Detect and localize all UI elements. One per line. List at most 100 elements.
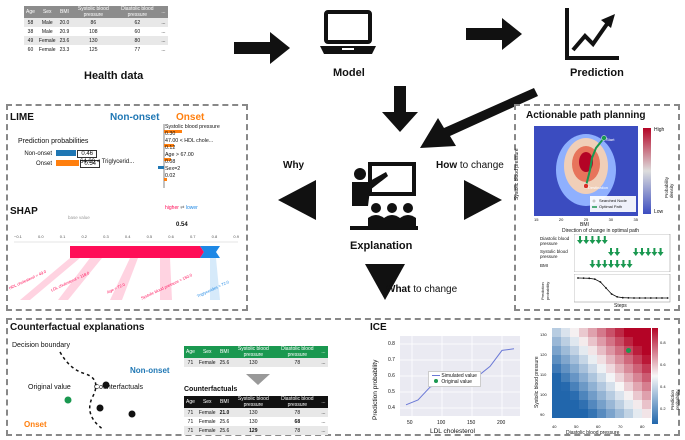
table-cell: ... — [321, 409, 326, 416]
heatmap-cell — [597, 355, 606, 364]
heatmap-cell — [642, 346, 651, 355]
table-cell: Female — [198, 427, 216, 434]
table-header-cell: Sex — [202, 349, 212, 355]
lime-shap-panel — [6, 104, 248, 311]
prob-point — [655, 297, 658, 299]
prob-point — [649, 297, 652, 299]
path-steps-label: Steps — [614, 303, 627, 309]
heatmap-cell — [642, 337, 651, 346]
table-cell: 20.0 — [59, 19, 70, 26]
arrow-down-icon — [608, 248, 614, 256]
shap-tick-label: 0.0 — [38, 234, 44, 239]
table-cell: 130 — [89, 37, 98, 44]
table-cell: 21.0 — [219, 409, 230, 416]
table-header-cell: Diastolic blood pressure — [121, 6, 154, 18]
heat-xtick-label: 50 — [574, 424, 579, 429]
heatmap-cell — [642, 355, 651, 364]
heatmap-cell — [579, 391, 588, 400]
direction-arrows — [574, 234, 671, 272]
arrow-down-icon — [626, 260, 633, 268]
arrow-down-icon — [645, 248, 652, 256]
table-header-cell: BMI — [60, 9, 69, 15]
arrow-right-icon — [234, 32, 290, 64]
heatmap-cell — [561, 391, 570, 400]
heatmap-cell — [561, 382, 570, 391]
prob-point — [621, 296, 624, 299]
ice-ytick-label: 0.4 — [388, 405, 395, 411]
heatmap-cell — [561, 400, 570, 409]
table-header-cell: Diastolic blood pressure — [281, 346, 314, 358]
shap-tick-label: 0.7 — [189, 234, 196, 239]
heatmap-cell — [552, 382, 561, 391]
heatmap-cell — [606, 409, 615, 418]
heatmap-cell — [606, 355, 615, 364]
model-label: Model — [333, 67, 365, 79]
heatmap-cell — [624, 373, 633, 382]
table-cell: 23.6 — [59, 37, 70, 44]
ice-xlabel: LDL cholesterol — [430, 428, 475, 435]
heat-cb-label: Prediction probability — [670, 389, 680, 410]
heatmap-cell — [552, 400, 561, 409]
arrow-down-icon — [639, 248, 645, 256]
path-title: Actionable path planning — [526, 110, 646, 121]
heatmap-cell — [588, 400, 597, 409]
heatmap-cell — [624, 382, 633, 391]
heatmap-cell — [642, 364, 651, 373]
lime-onset-label: Onset — [176, 112, 205, 123]
arrow-down-icon — [632, 248, 639, 256]
prob-point — [661, 297, 663, 299]
heatmap-cell — [561, 337, 570, 346]
prob-point — [599, 281, 602, 283]
prediction-label: Prediction — [570, 67, 624, 79]
heatmap-cell — [579, 346, 588, 355]
heatmap-cell — [624, 391, 633, 400]
table-cell: 71 — [187, 409, 194, 416]
heat-xlabel: Diastolic blood pressure — [566, 430, 620, 436]
table-cell: Female — [198, 359, 216, 366]
heatmap-cell — [588, 337, 597, 346]
heatmap-cell — [579, 409, 588, 418]
ice-xtick-label: 150 — [467, 420, 476, 426]
lime-feature-name: Systolic blood pressure — [165, 124, 220, 130]
arrow-down-icon — [583, 236, 590, 244]
shap-output-value: 0.54 — [176, 222, 188, 228]
heatmap-cell — [615, 337, 624, 346]
heatmap-cell — [597, 382, 606, 391]
lime-feature-value: 0.02 — [165, 173, 176, 179]
table-header-cell: ... — [161, 9, 166, 15]
heatmap-cell — [570, 409, 579, 418]
ice-heatmap — [552, 328, 651, 418]
prob-step-plot — [574, 274, 671, 303]
heatmap-cell — [642, 391, 651, 400]
heatmap-cell — [561, 355, 570, 364]
heatmap-cell — [561, 373, 570, 382]
heatmap-cell — [615, 409, 624, 418]
heatmap-cell — [606, 373, 615, 382]
heatmap-cell — [597, 337, 606, 346]
heatmap-cell — [552, 364, 561, 373]
heatmap-cell — [570, 337, 579, 346]
health-data-label: Health data — [84, 70, 144, 82]
path-tick-label: 20 — [558, 217, 564, 222]
ice-legend-sim: Simulated value — [432, 373, 477, 379]
lime-feature-name: Age > 67.00 — [165, 152, 194, 158]
table-cell: Female — [198, 418, 216, 425]
table-cell: Female — [38, 37, 56, 44]
arrow-left-icon — [278, 180, 316, 220]
shap-higher: higher — [165, 205, 179, 211]
path-tick-label: 15 — [534, 217, 539, 222]
heatmap-cell — [615, 346, 624, 355]
heat-ylabel: Systolic blood pressure — [534, 356, 540, 408]
lime-value-box: 0.54 — [80, 160, 101, 168]
lime-features: Systolic blood pressure 0.30 47.00 < HDL… — [165, 124, 220, 180]
shap-base-value: base value — [68, 215, 90, 220]
table-header-cell: ... — [321, 349, 326, 355]
ice-legend-orig-text: Original value — [441, 379, 472, 385]
table-header-cell: Age — [186, 349, 195, 355]
cf-non-onset: Non-onset — [130, 366, 170, 375]
table-cell: 130 — [249, 418, 258, 425]
prob-point — [633, 297, 635, 299]
path-planning-panel — [514, 104, 680, 311]
